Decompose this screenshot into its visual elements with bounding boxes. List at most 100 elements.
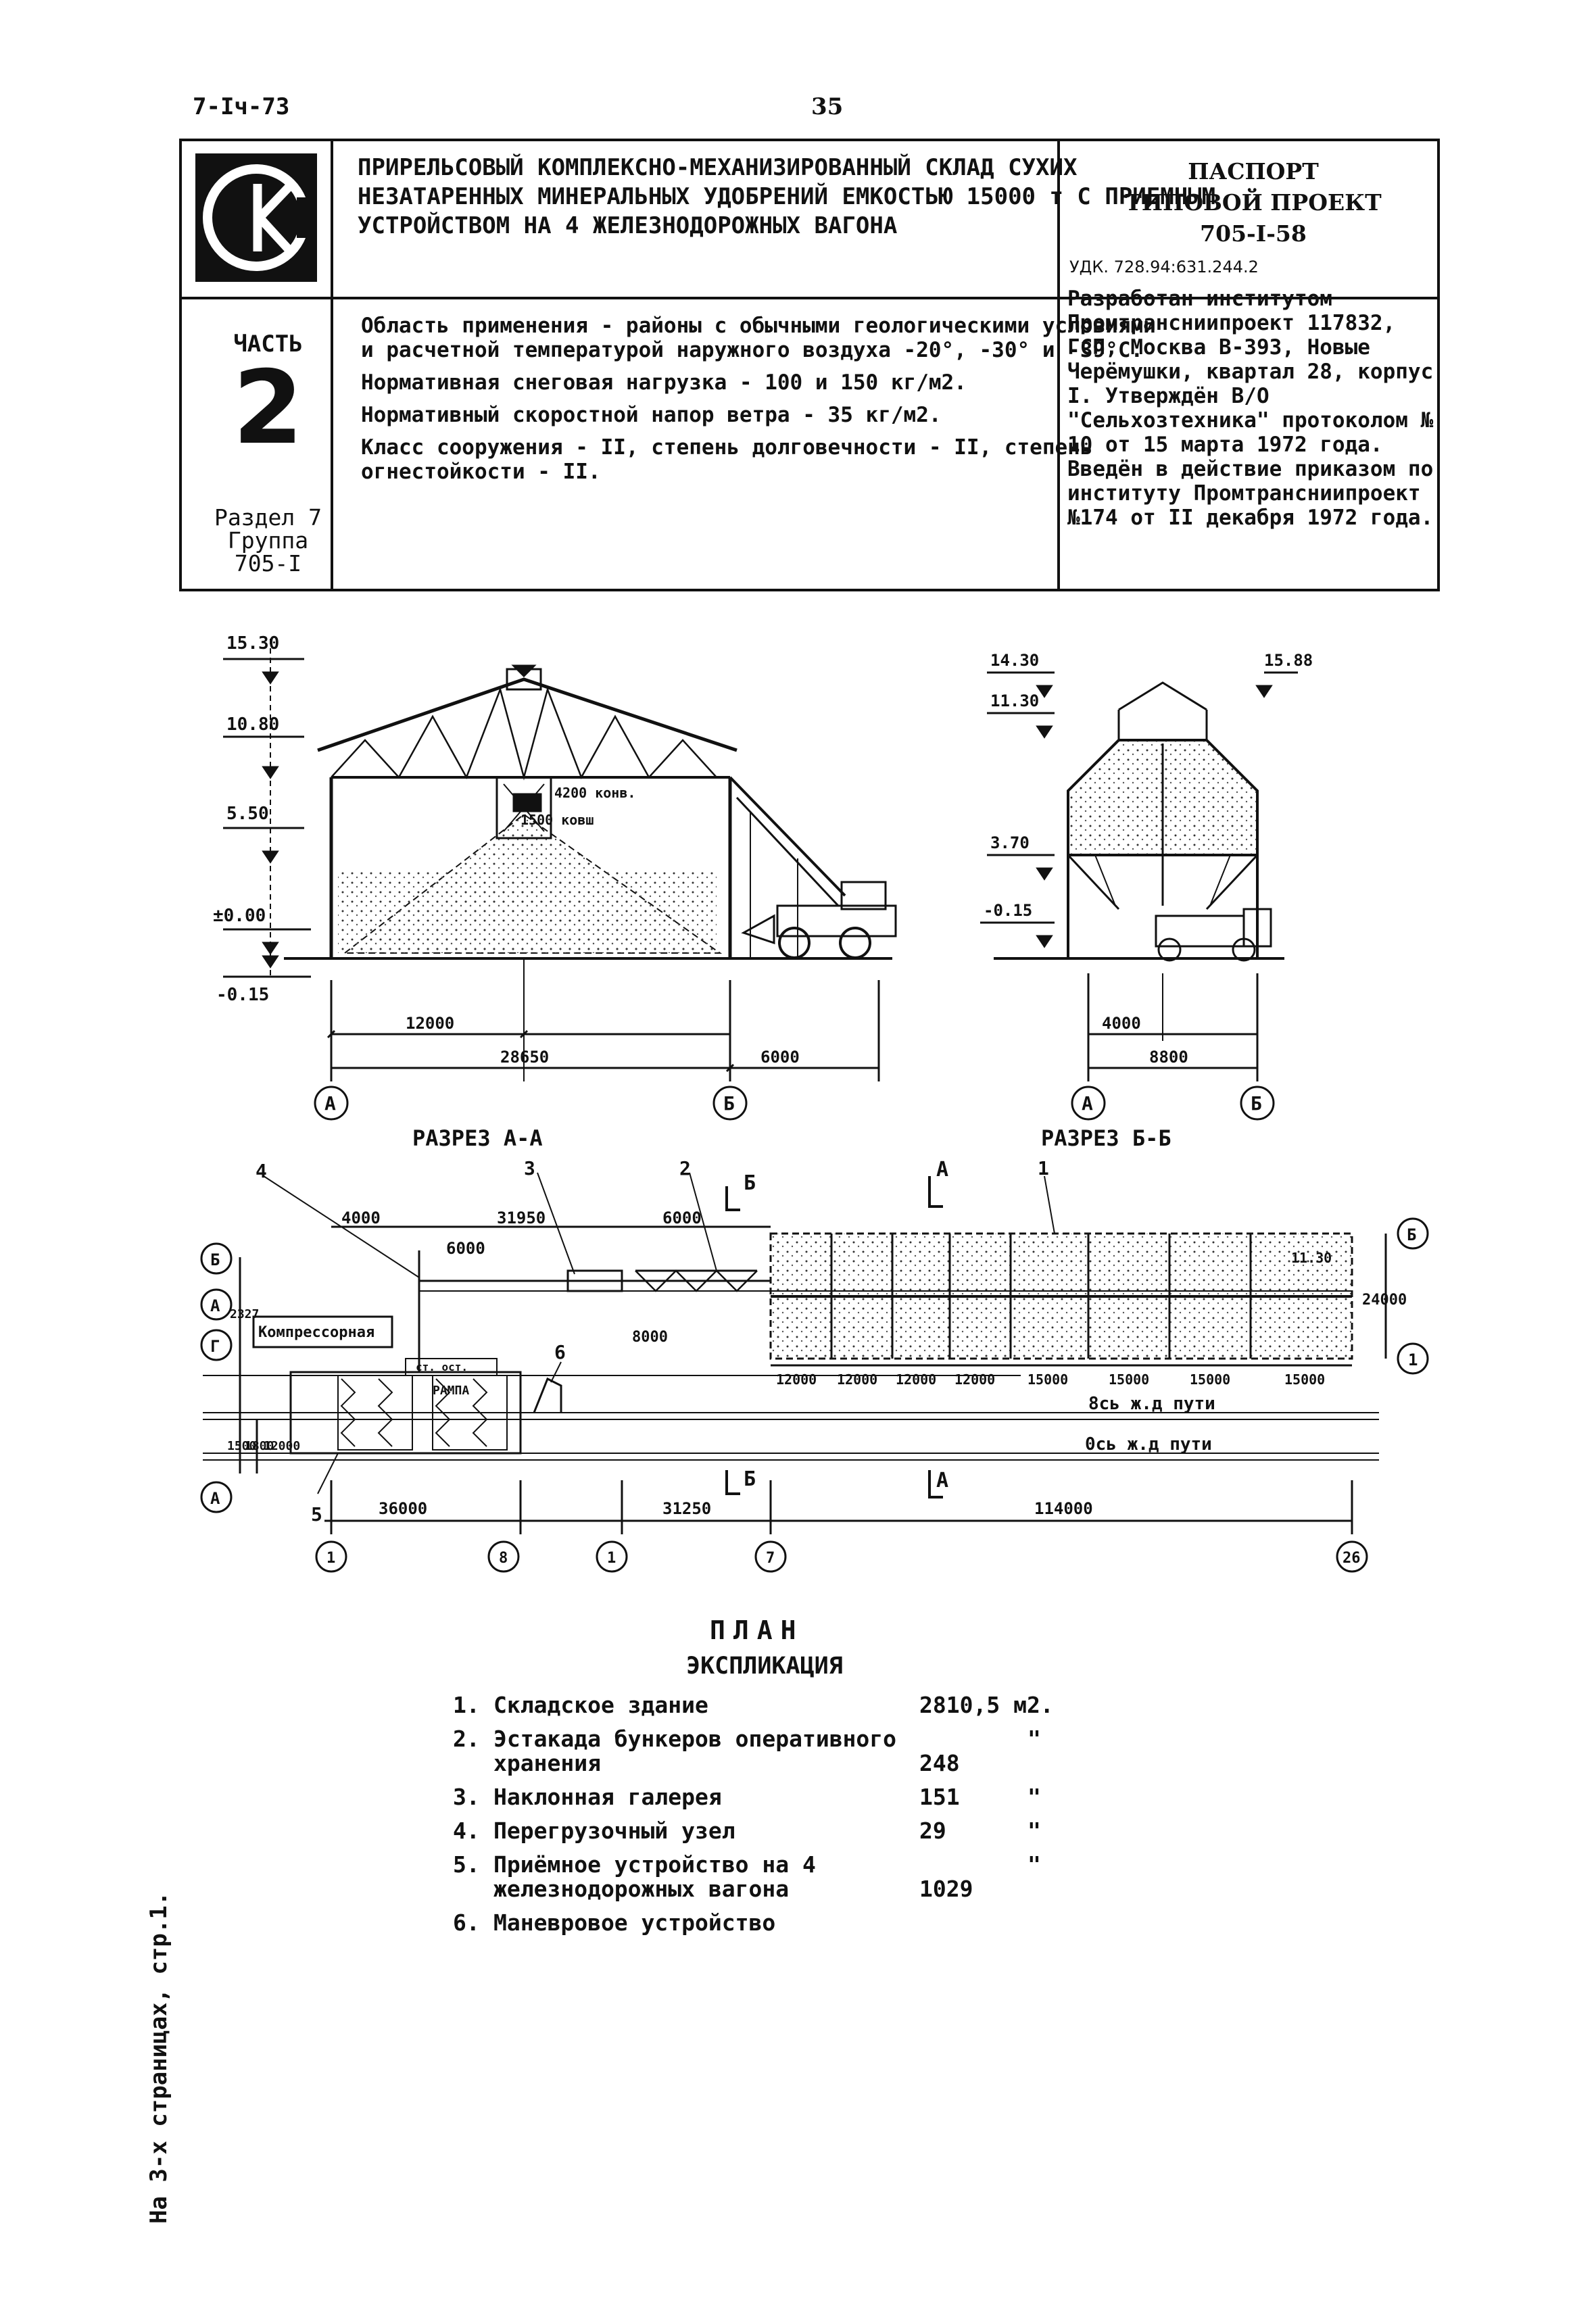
room-label: РАМПА	[433, 1384, 469, 1398]
item-name: Приёмное устройство на 4 железнодорожных…	[493, 1851, 816, 1902]
cut-mark-label: А	[936, 1469, 948, 1492]
item-unit: "	[1027, 1818, 1041, 1844]
axis-label: А	[210, 1296, 220, 1315]
item-name: Эстакада бункеров оперативного хранения	[493, 1726, 897, 1776]
dimension-label: 6000	[760, 1048, 800, 1067]
dimension-label: 31250	[662, 1499, 711, 1518]
dimension-label: 8800	[1149, 1048, 1188, 1067]
item-number: 3.	[453, 1784, 480, 1810]
item-number: 5.	[453, 1851, 480, 1878]
level-label: -0.15	[984, 901, 1032, 920]
item-unit: "	[1027, 1851, 1041, 1878]
plan-title: ПЛАН	[710, 1615, 804, 1645]
explication-title: ЭКСПЛИКАЦИЯ	[686, 1653, 843, 1680]
level-label: -0.15	[216, 985, 269, 1005]
dimension-label: 4000	[1102, 1014, 1141, 1033]
page-count-note: На 3-х страницах, стр.1.	[145, 1891, 172, 2224]
dimension-label: 31950	[497, 1209, 546, 1227]
annotation-label: 1500 ковш	[521, 812, 594, 828]
axis-label: 26	[1343, 1550, 1361, 1567]
plan-drawing	[200, 1172, 1429, 1573]
level-label: 11.30	[1291, 1250, 1332, 1266]
level-label: 15.88	[1264, 651, 1313, 670]
dimension-label: 8000	[632, 1329, 668, 1346]
axis-label: 1	[1408, 1350, 1418, 1369]
level-label: 3.70	[990, 833, 1030, 852]
explication-row: 5. Приёмное устройство на 4 железнодорож…	[453, 1853, 1129, 1901]
bay-dimension: 12000	[896, 1371, 936, 1388]
dimension-label: 6000	[446, 1239, 485, 1258]
cut-mark-label: Б	[744, 1467, 756, 1491]
bay-dimension: 15000	[1190, 1371, 1230, 1388]
bay-dimension: 15000	[1284, 1371, 1325, 1388]
explication-row: 2. Эстакада бункеров оперативного хранен…	[453, 1727, 1129, 1776]
item-unit: "	[1027, 1784, 1041, 1810]
room-label: Компрессорная	[258, 1324, 374, 1341]
section-info: Раздел 7 Группа 705-I	[195, 506, 341, 575]
part-label: ЧАСТЬ	[233, 331, 303, 358]
track-label: 0сь ж.д пути	[1085, 1434, 1212, 1455]
section-line: 705-I	[234, 550, 302, 577]
callout-number: 4	[256, 1160, 267, 1182]
axis-label: А	[210, 1489, 220, 1508]
callout-number: 3	[524, 1157, 535, 1179]
item-name: Складское здание	[493, 1692, 708, 1718]
callout-number: 5	[311, 1503, 322, 1526]
item-area: 248	[919, 1750, 960, 1776]
level-label: 14.30	[990, 651, 1039, 670]
explication-row: 4. Перегрузочный узел 29 "	[453, 1819, 1129, 1843]
dimension-label: 1800	[245, 1439, 274, 1453]
section-bb-drawing	[980, 671, 1298, 1121]
explication-row: 3. Наклонная галерея 151 "	[453, 1785, 1129, 1809]
item-area: 29	[919, 1818, 946, 1844]
bay-dimension: 12000	[837, 1371, 877, 1388]
axis-label: Б	[210, 1250, 220, 1269]
item-name: Маневровое устройство	[493, 1909, 776, 1936]
sk-logo	[195, 153, 317, 282]
description-paragraph: Нормативный скоростной напор ветра - 35 …	[361, 403, 942, 427]
level-label: ±0.00	[213, 906, 266, 926]
level-label: 10.80	[226, 714, 279, 735]
axis-label: Б	[1251, 1092, 1262, 1115]
dimension-label: 114000	[1034, 1499, 1093, 1518]
level-label: 15.30	[226, 633, 279, 654]
passport-line: 705-I-58	[1200, 220, 1307, 247]
axis-label: А	[1082, 1092, 1093, 1115]
title-block: ПРИРЕЛЬСОВЫЙ КОМПЛЕКСНО-МЕХАНИЗИРОВАННЫЙ…	[179, 139, 1440, 591]
axis-label: 7	[766, 1550, 775, 1567]
explication-row: 6. Маневровое устройство	[453, 1911, 1129, 1935]
axis-label: 1	[327, 1550, 335, 1567]
item-area: 151	[919, 1784, 960, 1810]
dimension-label: 28650	[500, 1048, 549, 1067]
dimension-label: 12000	[406, 1014, 454, 1033]
annotation-label: 4200 конв.	[554, 785, 635, 801]
item-number: 6.	[453, 1909, 480, 1936]
item-area: 1029	[919, 1876, 973, 1902]
explication-list: 1. Складское здание 2810,5 м2. 2. Эстака…	[453, 1693, 1129, 1945]
bay-dimension: 12000	[776, 1371, 817, 1388]
document-code: 7-Iч-73	[193, 93, 290, 120]
passport-line: ПАСПОРТ	[1188, 158, 1319, 185]
dimension-label: 36000	[379, 1499, 427, 1518]
item-number: 2.	[453, 1726, 480, 1752]
project-title: ПРИРЕЛЬСОВЫЙ КОМПЛЕКСНО-МЕХАНИЗИРОВАННЫЙ…	[358, 154, 1216, 239]
item-unit: "	[1027, 1726, 1041, 1752]
level-label: 11.30	[990, 691, 1039, 710]
section-bb-labels: 14.30 15.88 11.30 3.70 -0.15 4000 8800 А…	[984, 651, 1313, 1151]
part-number: 2	[233, 349, 304, 467]
dimension-label: 4000	[341, 1209, 381, 1227]
item-name: Наклонная галерея	[493, 1784, 722, 1810]
passport-line: ТИПОВОЙ ПРОЕКТ	[1125, 189, 1382, 216]
track-label: 8сь ж.д пути	[1088, 1394, 1215, 1414]
callout-number: 1	[1038, 1157, 1049, 1179]
description-paragraph: Нормативная снеговая нагрузка - 100 и 15…	[361, 370, 967, 395]
level-label: 5.50	[226, 804, 269, 824]
project-description: Область применения - районы с обычными г…	[361, 314, 1159, 492]
item-number: 4.	[453, 1818, 480, 1844]
passport-block: ПАСПОРТ ТИПОВОЙ ПРОЕКТ 705-I-58	[1061, 156, 1446, 249]
page-number: 35	[811, 93, 844, 120]
cut-mark-label: А	[936, 1158, 948, 1181]
axis-label: Б	[1407, 1225, 1416, 1244]
callout-number: 6	[554, 1341, 566, 1363]
